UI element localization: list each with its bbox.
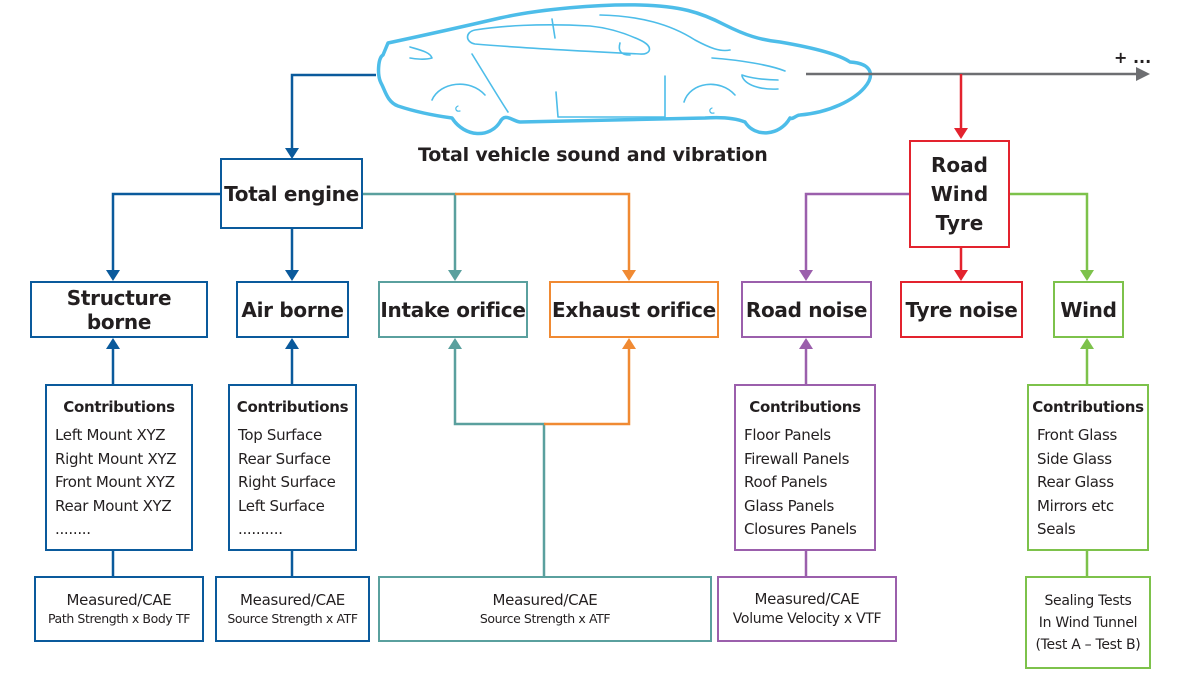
method-title: Measured/CAE xyxy=(754,590,860,608)
air-borne-node[interactable]: Air borne xyxy=(236,281,349,338)
tyre-noise-label: Tyre noise xyxy=(905,297,1018,322)
contribution-item: Roof Panels xyxy=(744,473,828,491)
intake-connectors xyxy=(362,192,546,576)
total-engine-node[interactable]: Total engine xyxy=(220,158,363,229)
contribution-item: Left Surface xyxy=(238,496,325,515)
structure-borne-node[interactable]: Structure borne xyxy=(30,281,208,338)
exhaust-orifice-node[interactable]: Exhaust orifice xyxy=(549,281,719,338)
wind-method-box: Sealing Tests In Wind Tunnel (Test A – T… xyxy=(1025,576,1151,669)
wind-node-label: Wind xyxy=(1060,297,1117,322)
wind-contributions-box: Contributions Front Glass Side Glass Rea… xyxy=(1027,384,1149,551)
intake-orifice-label: Intake orifice xyxy=(380,297,526,322)
contributions-heading: Contributions xyxy=(1032,398,1144,416)
structure-contributions-box: Contributions Left Mount XYZ Right Mount… xyxy=(45,384,193,551)
method-line: (Test A – Test B) xyxy=(1035,636,1141,653)
contribution-item: Top Surface xyxy=(238,426,322,444)
contribution-item: Left Mount XYZ xyxy=(55,426,166,444)
contribution-item: Right Surface xyxy=(238,473,336,491)
method-formula: Source Strength x ATF xyxy=(227,611,358,626)
contribution-item: .......... xyxy=(238,520,283,538)
contribution-item: Glass Panels xyxy=(744,496,835,515)
intake-orifice-node[interactable]: Intake orifice xyxy=(378,281,528,338)
exhaust-orifice-label: Exhaust orifice xyxy=(552,297,716,322)
other-sources-arrow xyxy=(806,67,1150,81)
total-engine-label: Total engine xyxy=(224,181,359,206)
road-noise-node[interactable]: Road noise xyxy=(741,281,872,338)
contribution-item: Rear Mount XYZ xyxy=(55,496,172,515)
contribution-item: Side Glass xyxy=(1037,449,1112,468)
contribution-item: Firewall Panels xyxy=(744,449,850,468)
engine-connectors xyxy=(111,73,376,576)
contribution-item: Rear Glass xyxy=(1037,473,1114,491)
contributions-heading: Contributions xyxy=(749,398,861,416)
contribution-item: Front Glass xyxy=(1037,426,1118,444)
air-borne-label: Air borne xyxy=(241,297,344,322)
wind-arrowheads xyxy=(1080,270,1094,349)
intake-arrowheads xyxy=(448,270,462,349)
contribution-item: Rear Surface xyxy=(238,449,331,468)
contributions-heading: Contributions xyxy=(63,398,175,416)
contribution-item: Closures Panels xyxy=(744,520,857,538)
contribution-item: Seals xyxy=(1037,520,1076,538)
tyre-label: Tyre xyxy=(935,210,984,235)
car-icon xyxy=(376,3,873,136)
road-contributions-box: Contributions Floor Panels Firewall Pane… xyxy=(734,384,876,551)
method-formula: Volume Velocity x VTF xyxy=(732,611,882,627)
method-title: Measured/CAE xyxy=(492,591,598,609)
air-method-box: Measured/CAE Source Strength x ATF xyxy=(215,576,370,642)
contribution-item: Floor Panels xyxy=(744,426,831,444)
road-method-box: Measured/CAE Volume Velocity x VTF xyxy=(717,576,897,642)
air-contributions-box: Contributions Top Surface Rear Surface R… xyxy=(228,384,357,551)
orifice-method-box: Measured/CAE Source Strength x ATF xyxy=(378,576,712,642)
method-line: Sealing Tests xyxy=(1044,592,1132,609)
contribution-item: Front Mount XYZ xyxy=(55,473,175,491)
method-title: Measured/CAE xyxy=(66,591,172,609)
structure-borne-label: Structure borne xyxy=(66,285,172,334)
method-formula: Path Strength x Body TF xyxy=(47,611,190,626)
wind-node[interactable]: Wind xyxy=(1053,281,1124,338)
wind-label: Wind xyxy=(930,181,989,206)
tyre-arrowheads xyxy=(954,128,968,281)
wind-connectors xyxy=(1009,192,1089,576)
method-formula: Source Strength x ATF xyxy=(479,611,611,626)
tyre-noise-node[interactable]: Tyre noise xyxy=(900,281,1023,338)
contribution-item: ........ xyxy=(55,520,91,538)
contributions-heading: Contributions xyxy=(236,398,349,416)
vehicle-caption: Total vehicle sound and vibration xyxy=(418,144,768,166)
more-sources-label: + ... xyxy=(1114,48,1152,67)
road-arrowheads xyxy=(799,270,813,349)
structure-method-box: Measured/CAE Path Strength x Body TF xyxy=(34,576,204,642)
road-label: Road xyxy=(931,152,988,177)
contribution-item: Mirrors etc xyxy=(1037,496,1114,515)
exhaust-connectors xyxy=(455,192,631,426)
contribution-item: Right Mount XYZ xyxy=(55,449,177,468)
exhaust-arrowheads xyxy=(622,270,636,349)
road-connectors xyxy=(804,192,909,576)
road-wind-tyre-node[interactable]: Road Wind Tyre xyxy=(909,140,1010,248)
method-title: Measured/CAE xyxy=(240,591,345,609)
engine-arrowheads xyxy=(106,148,299,349)
method-line: In Wind Tunnel xyxy=(1038,614,1138,631)
road-noise-label: Road noise xyxy=(745,297,868,322)
